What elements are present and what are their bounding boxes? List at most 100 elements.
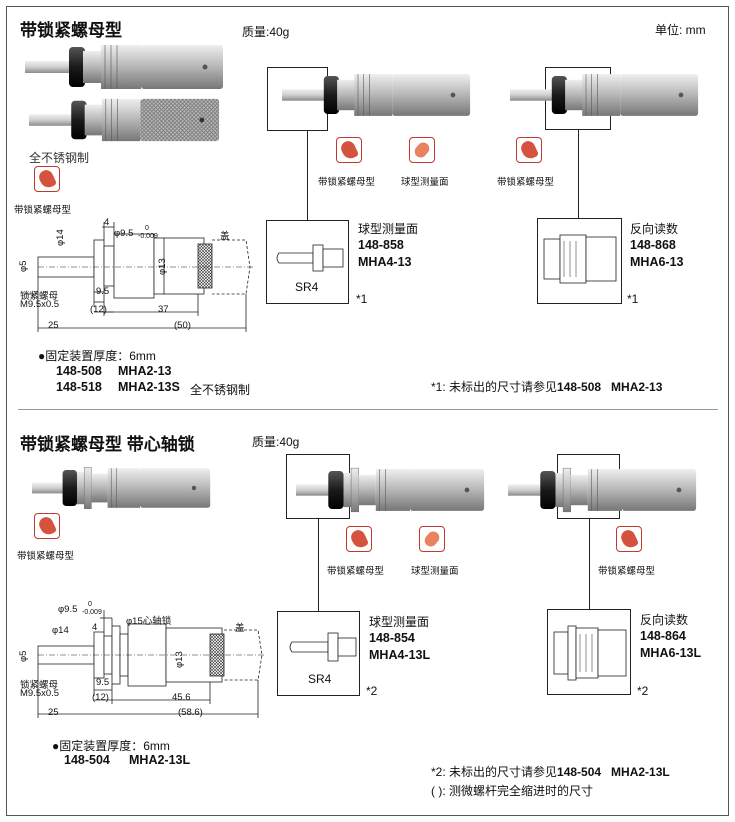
dim-d5-b: φ5: [18, 650, 29, 662]
reverse-reading-drawing: [543, 234, 617, 284]
detail-box-a-top: SR4: [266, 220, 349, 304]
dim-d15-spindle-lock: φ15心轴锁: [126, 616, 172, 627]
dim-25: 25: [48, 320, 59, 331]
fix-thickness-bottom: ●固定装置厚度：6mm: [52, 739, 170, 753]
reverse-reading-drawing-b: [553, 625, 627, 681]
model-code-148-508: 148-508: [56, 364, 102, 378]
lock-nut-badge-b-top: 带锁紧螺母型: [497, 177, 555, 188]
variant-a-code-bottom: 148-854: [369, 631, 415, 645]
dim-25-b: 25: [48, 707, 59, 718]
model-name-mha2-13l: MHA2-13L: [129, 753, 191, 767]
dim-tol-down: -0.009: [138, 233, 158, 240]
dim-d14-b: φ14: [52, 625, 69, 636]
dim-d14: φ14: [55, 229, 66, 246]
variant-b-title-top: 反向读数: [630, 222, 679, 236]
dim-12-b: (12): [92, 692, 109, 703]
variant-a-code-top: 148-858: [358, 238, 404, 252]
variant-a-name-top: MHA4-13: [358, 255, 412, 269]
dim-586: (58.6): [178, 707, 203, 718]
product-photo-a-bottom: [296, 467, 485, 513]
dim-d5: φ5: [18, 260, 29, 272]
dim-thread: M9.5x0.5: [20, 299, 60, 310]
lock-nut-badge-label: 带锁紧螺母型: [14, 205, 72, 216]
detail-box-b-bottom: [547, 609, 631, 695]
model-name-mha2-13: MHA2-13: [118, 364, 172, 378]
leader-b-top: [578, 130, 579, 218]
dim-thread-b: M9.5x0.5: [20, 688, 60, 699]
spherical-face-icon: [409, 137, 435, 163]
lock-nut-icon: [616, 526, 642, 552]
lock-nut-icon: [346, 526, 372, 552]
dim-d95: φ9.5: [114, 228, 134, 239]
lock-nut-badge-b-bottom: 带锁紧螺母型: [598, 566, 656, 577]
footnote-bottom-ref: 148-504 MHA2-13L: [557, 765, 670, 779]
dim-d13: φ13: [157, 258, 168, 275]
model-code-148-504: 148-504: [64, 753, 110, 767]
variant-b-mark-top: *1: [627, 292, 639, 306]
lock-nut-badge-a-bottom: 带锁紧螺母型: [327, 566, 385, 577]
dim-d13-b: φ13: [174, 651, 185, 668]
fix-thickness-top: ●固定装置厚度：6mm: [38, 349, 156, 363]
leader-b-bottom: [589, 519, 590, 609]
model-name-mha2-13s: MHA2-13S: [118, 380, 180, 394]
lock-nut-icon: [34, 513, 60, 539]
spherical-badge-a-top: 球型测量面: [401, 177, 449, 188]
dim-4: 4: [104, 217, 110, 228]
product-photo-a-top: [282, 73, 471, 117]
product-photo-b-bottom: [508, 467, 697, 513]
section-title-top: 带锁紧螺母型: [20, 21, 122, 40]
variant-a-title-top: 球型测量面: [358, 222, 419, 236]
dim-12: (12): [90, 304, 107, 315]
unit-label: 单位: mm: [655, 23, 706, 37]
dim-locknut: 锁紧螺母: [20, 291, 59, 302]
variant-b-mark-bottom: *2: [637, 684, 649, 698]
section-title-bottom: 带锁紧螺母型 带心轴锁: [20, 435, 195, 454]
product-photo-b-top: [510, 73, 699, 117]
material-label: 全不锈钢制: [29, 151, 90, 165]
dimension-drawing-top: [24, 222, 254, 332]
footnote-top-prefix: *1: 未标出的尺寸请参见: [431, 380, 558, 394]
variant-a-name-bottom: MHA4-13L: [369, 648, 431, 662]
spherical-tip-drawing: [276, 244, 344, 272]
spherical-tip-drawing-b: [289, 632, 357, 662]
section-divider: [18, 409, 718, 410]
sr-label-a-top: SR4: [295, 280, 319, 294]
dim-cap: 盖: [220, 231, 230, 242]
mass-label-bottom: 质量:40g: [252, 435, 300, 449]
spherical-badge-a-bottom: 球型测量面: [411, 566, 459, 577]
dim-95: 9.5: [96, 286, 110, 297]
dimension-drawing-bottom: [37, 610, 264, 718]
footnote-top-ref: 148-508 MHA2-13: [557, 380, 663, 394]
variant-b-title-bottom: 反向读数: [640, 613, 689, 627]
dim-456: 45.6: [172, 692, 191, 703]
product-photo-top-1: [24, 44, 224, 90]
footnote-top: *1: 未标出的尺寸请参见148-508 MHA2-13: [431, 378, 662, 395]
sr-label-a-bottom: SR4: [308, 672, 332, 686]
product-photo-bottom: [32, 466, 211, 510]
footnote-bottom: *2: 未标出的尺寸请参见148-504 MHA2-13L: [431, 763, 670, 780]
dim-50: (50): [174, 320, 191, 331]
dim-tol-down-b: -0.009: [82, 609, 102, 616]
lock-nut-icon: [336, 137, 362, 163]
variant-b-name-bottom: MHA6-13L: [640, 646, 702, 660]
detail-box-a-bottom: SR4: [277, 611, 360, 696]
mass-label-top: 质量:40g: [242, 25, 290, 39]
leader-a-top: [307, 131, 308, 220]
variant-a-mark-bottom: *2: [366, 684, 378, 698]
lock-nut-badge-a-top: 带锁紧螺母型: [318, 177, 376, 188]
dim-4-b: 4: [92, 622, 98, 633]
footnote-bottom-prefix: *2: 未标出的尺寸请参见: [431, 765, 558, 779]
spherical-face-icon: [419, 526, 445, 552]
product-photo-top-2: [28, 98, 220, 142]
model-note-stainless: 全不锈钢制: [190, 383, 251, 397]
dim-95-b: 9.5: [96, 677, 110, 688]
variant-b-code-top: 148-868: [630, 238, 676, 252]
footnote-parentheses: ( ): 测微螺杆完全缩进时的尺寸: [431, 784, 593, 798]
variant-a-title-bottom: 球型测量面: [369, 615, 430, 629]
dim-37: 37: [158, 304, 169, 315]
variant-b-code-bottom: 148-864: [640, 629, 686, 643]
dim-d95-b: φ9.5: [58, 604, 78, 615]
detail-box-b-top: [537, 218, 622, 304]
dim-locknut-b: 锁紧螺母: [20, 680, 59, 691]
page-frame: [6, 6, 729, 816]
